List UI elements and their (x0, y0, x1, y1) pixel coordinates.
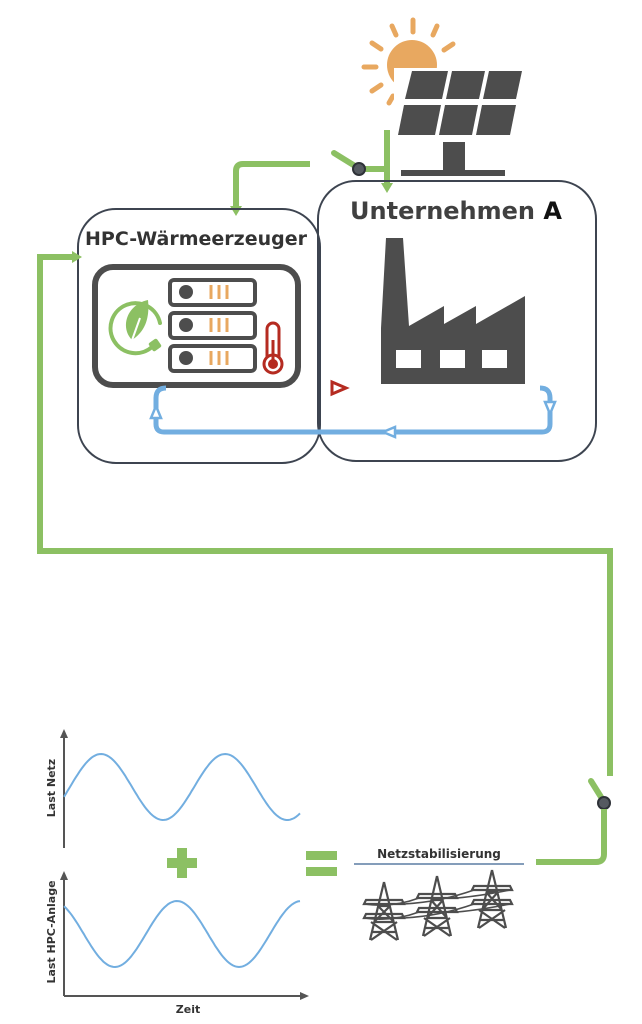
company-box (317, 180, 597, 462)
switch-top (331, 150, 366, 176)
return-pipe (153, 385, 553, 435)
chart-top-series-line (63, 752, 301, 822)
company-title-suffix: A (543, 197, 562, 225)
pylon (362, 881, 406, 941)
equals-sign (306, 851, 337, 876)
green-energy-leaf-icon (108, 300, 162, 356)
thermometer-icon (262, 321, 284, 375)
pylon (415, 875, 459, 937)
company-title-prefix: Unternehmen (350, 197, 543, 225)
chart-top-y-arrow (60, 729, 68, 738)
grid-connection-line (37, 254, 613, 776)
power-pylons-icon (362, 869, 514, 941)
flow-arrow-down (543, 400, 557, 418)
chart-top-ylabel: Last Netz (45, 759, 58, 817)
flow-arrow-left (379, 425, 397, 439)
hpc-title: HPC-Wärmeerzeuger (85, 228, 308, 250)
chart-bottom-y-arrow (60, 871, 68, 880)
result-label: Netzstabilisierung (377, 847, 501, 861)
arrow-down-to-hpc (230, 206, 242, 216)
chart-bottom-x-arrow (300, 992, 309, 1000)
server-unit (168, 278, 257, 307)
chart-bottom-ylabel: Last HPC-Anlage (45, 880, 58, 983)
chart-top: Last Netz (45, 729, 301, 848)
server-rack-icon (168, 278, 257, 373)
hpc-feed-line (233, 161, 310, 208)
hpc-box (77, 208, 321, 464)
server-unit (168, 311, 257, 340)
arrow-down-to-company (381, 183, 393, 193)
plus-sign (167, 848, 197, 878)
server-unit (168, 344, 257, 373)
factory-windows (396, 350, 507, 368)
heat-circuit (153, 385, 553, 435)
flow-arrow-up (149, 402, 163, 420)
factory-icon (381, 238, 525, 384)
pylon (470, 869, 514, 929)
flow-arrow-hot (330, 379, 350, 397)
arrow-right-to-hpc (72, 251, 82, 263)
grid-feed-line (536, 809, 607, 865)
chart-bottom: Last HPC-Anlage Zeit (45, 871, 309, 1016)
company-title: Unternehmen A (350, 197, 562, 225)
power-cables (363, 889, 511, 920)
server-enclosure (92, 264, 301, 388)
solar-panel-icon (394, 68, 526, 176)
chart-xlabel: Zeit (176, 1003, 200, 1016)
chart-bottom-series-line (63, 899, 301, 969)
solar-feed-line (358, 130, 390, 184)
switch-bottom (588, 778, 611, 810)
